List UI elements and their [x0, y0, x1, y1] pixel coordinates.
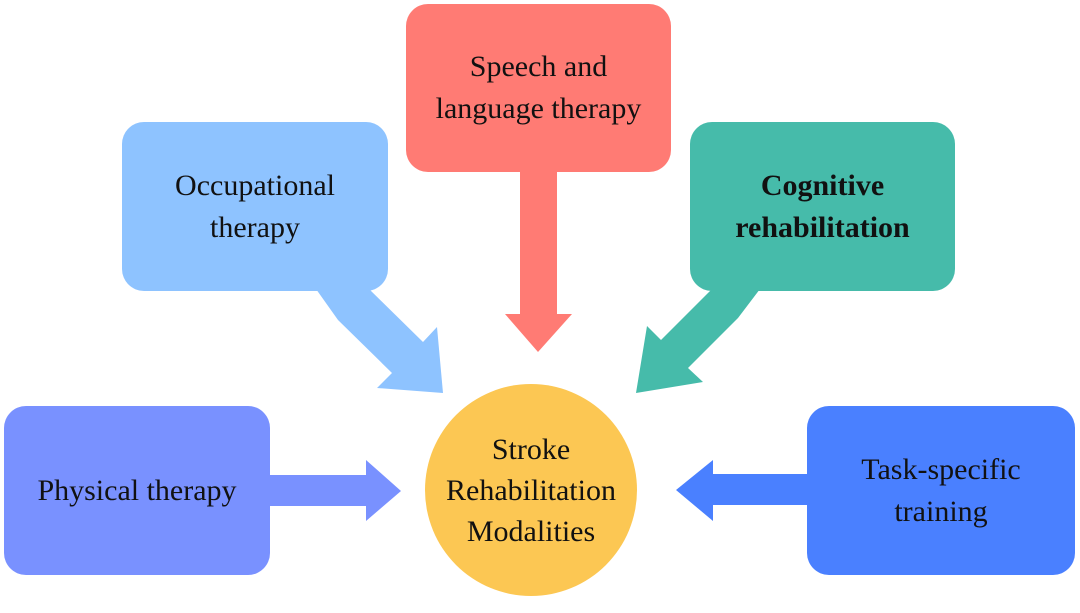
node-label-line: Cognitive: [760, 168, 885, 202]
center-node-stroke-rehabilitation-modalities: Stroke Rehabilitation Modalities: [425, 384, 637, 596]
center-label-line: Modalities: [466, 514, 596, 548]
arrow-cognitive-to-center: [636, 289, 760, 393]
arrow-occupational-to-center: [316, 289, 443, 393]
node-label-line: training: [894, 494, 988, 528]
node-label-line: therapy: [210, 210, 300, 244]
center-label-line: Rehabilitation: [446, 473, 616, 507]
node-label-line: language therapy: [435, 92, 642, 125]
node-occupational-therapy: Occupational therapy: [122, 122, 388, 291]
node-task-specific-training: Task-specific training: [807, 406, 1075, 575]
node-label-line: Occupational: [175, 168, 335, 202]
node-physical-therapy: Physical therapy: [4, 406, 270, 575]
arrow-speech-to-center: [505, 170, 572, 352]
arrow-physical-to-center: [268, 460, 401, 521]
node-label-line: Task-specific: [861, 452, 1021, 486]
node-cognitive-rehabilitation: Cognitive rehabilitation: [690, 122, 955, 291]
node-speech-language-therapy: Speech and language therapy: [406, 4, 671, 172]
node-label-line: Physical therapy: [37, 473, 237, 507]
node-label-line: Speech and: [469, 50, 608, 83]
center-label-line: Stroke: [491, 432, 571, 466]
arrow-task-to-center: [676, 460, 809, 521]
node-label-line: rehabilitation: [735, 210, 910, 244]
